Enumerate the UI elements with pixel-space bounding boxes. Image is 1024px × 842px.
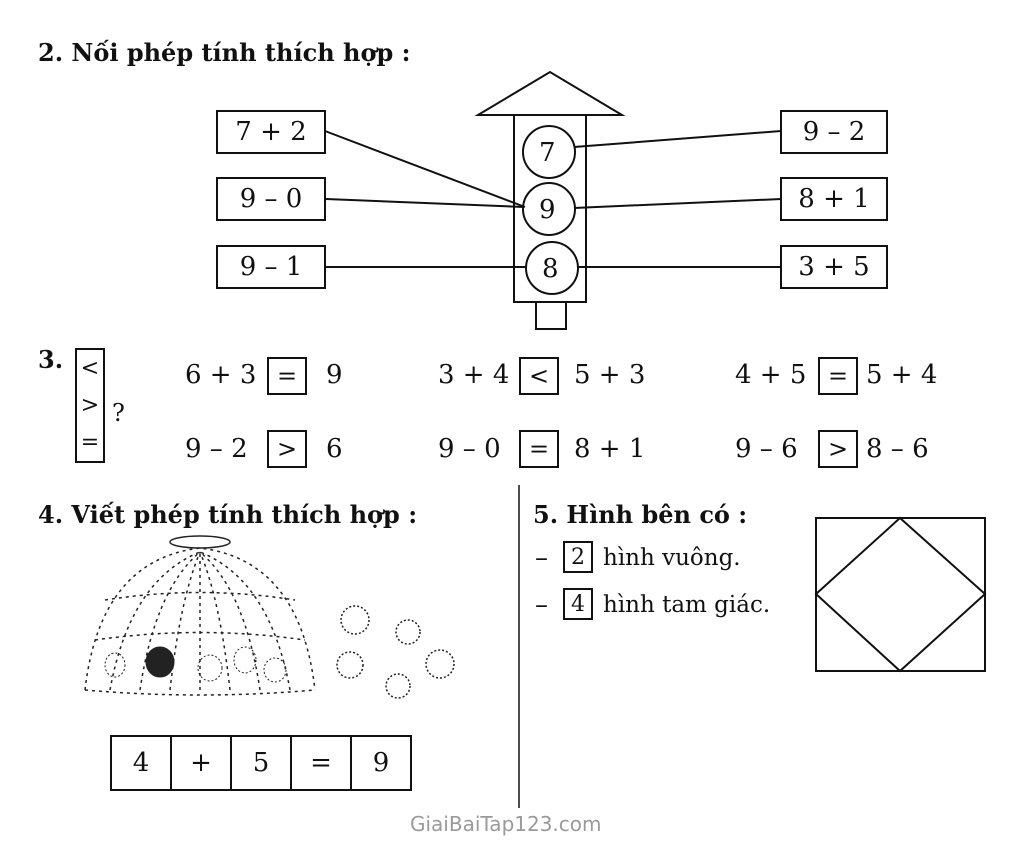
link-9-8plus1 [573, 198, 782, 209]
answer-box[interactable]: = [818, 357, 858, 395]
expr-left-1: 7 + 2 [216, 110, 326, 154]
light-label-3: 8 [542, 254, 559, 284]
expr-left-2: 9 – 0 [216, 177, 326, 221]
equation-cells: 4 + 5 = 9 [110, 735, 412, 791]
count-box-squares[interactable]: 2 [563, 541, 593, 573]
sign-equal: = [80, 430, 100, 455]
answer-box[interactable]: = [519, 430, 559, 468]
watermark: GiaiBaiTap123.com [410, 812, 602, 836]
compare-left: 9 – 0 [438, 434, 501, 464]
sign-greater: > [80, 393, 100, 418]
light-2 [522, 182, 576, 236]
answer-box[interactable]: < [519, 357, 559, 395]
light-label-1: 7 [539, 138, 556, 168]
link-7plus2-9 [324, 130, 526, 208]
equation-cell[interactable]: 4 [110, 735, 172, 791]
compare-left: 9 – 6 [735, 434, 798, 464]
light-1 [522, 125, 576, 179]
expr-right-2: 8 + 1 [780, 177, 888, 221]
equation-cell[interactable]: = [290, 735, 352, 791]
compare-right: 6 [326, 434, 343, 464]
compare-left: 3 + 4 [438, 360, 510, 390]
compare-right: 5 + 4 [866, 360, 938, 390]
link-9minus0-9 [325, 198, 525, 208]
item-dash: – [535, 590, 548, 620]
birds-inside-cage [104, 646, 287, 683]
count-box-triangles[interactable]: 4 [563, 588, 593, 620]
exercise-4-title: 4. Viết phép tính thích hợp : [38, 500, 418, 529]
light-label-2: 9 [539, 195, 556, 225]
link-7-9minus2 [573, 130, 782, 148]
compare-left: 9 – 2 [185, 434, 248, 464]
equation-cell[interactable]: 5 [230, 735, 292, 791]
compare-right: 8 – 6 [866, 434, 929, 464]
square-figure [815, 517, 986, 672]
compare-left: 4 + 5 [735, 360, 807, 390]
item-dash: – [535, 543, 548, 573]
answer-box[interactable]: > [818, 430, 858, 468]
answer-box[interactable]: > [267, 430, 307, 468]
expr-right-3: 3 + 5 [780, 245, 888, 289]
exercise-5-title: 5. Hình bên có : [533, 500, 748, 529]
item-text: hình tam giác. [603, 592, 771, 618]
expr-left-3: 9 – 1 [216, 245, 326, 289]
sign-options-box: < > = [75, 348, 105, 463]
sign-less: < [80, 356, 100, 381]
compare-right: 9 [326, 360, 343, 390]
answer-box[interactable]: = [267, 357, 307, 395]
equation-cell[interactable]: + [170, 735, 232, 791]
expr-right-1: 9 – 2 [780, 110, 888, 154]
birds-outside-cage [336, 605, 455, 699]
diamond-figure [814, 516, 987, 673]
bird-cage-illustration [84, 535, 316, 696]
item-text: hình vuông. [603, 545, 741, 571]
exercise-3-label: 3. [38, 345, 64, 374]
exercise-2-title: 2. Nối phép tính thích hợp : [38, 38, 411, 67]
equation-cell[interactable]: 9 [350, 735, 412, 791]
compare-right: 8 + 1 [574, 434, 646, 464]
question-mark: ? [112, 399, 125, 427]
compare-left: 6 + 3 [185, 360, 257, 390]
traffic-light-pole [535, 301, 567, 330]
traffic-light-top [474, 70, 626, 116]
compare-right: 5 + 3 [574, 360, 646, 390]
